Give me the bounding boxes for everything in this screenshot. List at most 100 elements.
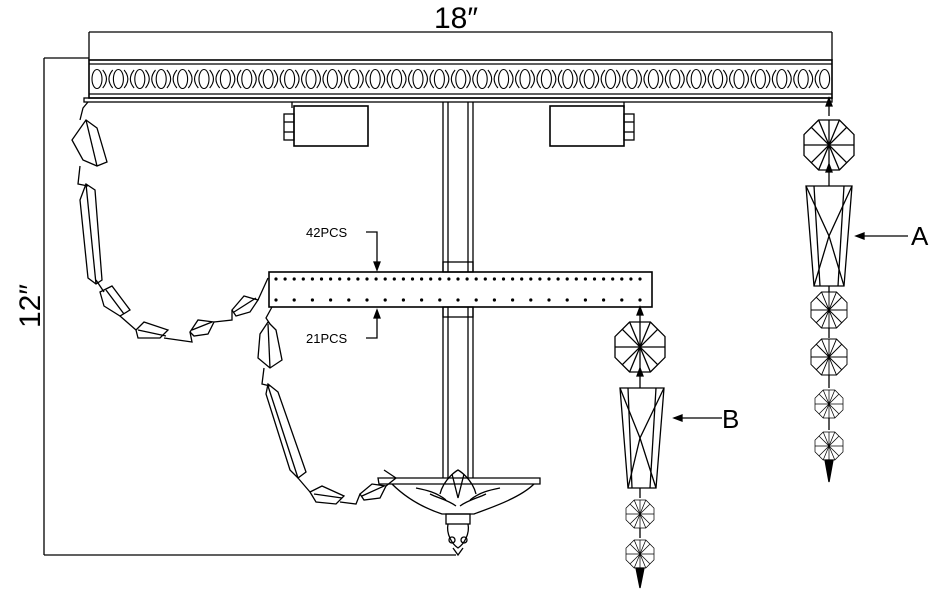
band-scroll — [187, 69, 199, 89]
band-oval — [540, 68, 552, 90]
band-oval — [219, 68, 231, 90]
band-oval — [669, 68, 681, 90]
band-oval — [198, 68, 210, 90]
band-oval — [391, 68, 403, 90]
band-oval — [177, 68, 189, 90]
band-scroll — [787, 69, 798, 89]
hole-upper — [283, 277, 287, 281]
band-oval — [776, 68, 788, 90]
hole-upper — [356, 277, 360, 281]
pendant-b — [614, 305, 722, 589]
hole-upper — [620, 277, 624, 281]
band-oval — [305, 68, 317, 90]
band-oval — [112, 68, 124, 90]
hole-upper — [329, 277, 333, 281]
band-ornament-row — [91, 68, 831, 90]
band-oval — [369, 68, 381, 90]
hole-upper — [638, 277, 642, 281]
hole-upper — [611, 277, 615, 281]
band-oval — [433, 68, 445, 90]
hole-upper — [301, 277, 305, 281]
band-oval — [134, 68, 146, 90]
hole-upper — [456, 277, 460, 281]
width-dimension — [88, 31, 833, 60]
band-oval — [819, 68, 831, 90]
hole-upper — [492, 277, 496, 281]
band-oval — [241, 68, 253, 90]
left-crystal-swag — [71, 101, 269, 343]
band-scroll — [294, 69, 306, 89]
hole-lower — [274, 298, 278, 302]
hole-upper — [583, 277, 588, 281]
hole-lower — [510, 298, 515, 302]
hole-upper — [429, 277, 433, 281]
band-oval — [348, 68, 360, 90]
lower-holes-label: 21PCS — [306, 331, 348, 346]
band-scroll — [573, 69, 584, 89]
hole-upper — [510, 277, 515, 281]
hole-lower — [292, 298, 296, 302]
hole-lower — [456, 298, 460, 302]
band-scroll — [637, 69, 649, 89]
hole-upper — [347, 277, 351, 281]
band-scroll — [145, 69, 156, 89]
hole-upper — [338, 277, 342, 281]
hole-lower — [620, 298, 624, 302]
band-oval — [797, 68, 809, 90]
upper-holes-label: 42PCS — [306, 225, 348, 240]
band-oval — [712, 68, 724, 90]
pendant-a — [803, 96, 908, 483]
hole-lower — [547, 298, 551, 302]
band-scroll — [594, 69, 606, 89]
band-scroll — [744, 69, 756, 89]
hole-upper — [310, 277, 314, 281]
band-scroll — [401, 69, 413, 89]
pendant-a-label: A — [911, 221, 929, 251]
band-oval — [498, 68, 510, 90]
hole-lower — [474, 298, 478, 302]
band-oval — [626, 68, 638, 90]
band-oval — [412, 68, 424, 90]
center-rod — [442, 102, 474, 478]
hole-lower — [310, 298, 314, 302]
band-scroll — [808, 69, 820, 89]
hole-lower — [565, 298, 569, 302]
hole-upper — [556, 277, 560, 281]
hole-upper — [602, 277, 606, 281]
hole-lower — [329, 298, 333, 302]
pendant-b-leader — [672, 414, 722, 422]
band-scroll — [380, 69, 392, 89]
band-oval — [155, 68, 167, 90]
band-oval — [455, 68, 467, 90]
ring-plate — [268, 271, 653, 308]
hole-lower — [420, 298, 424, 302]
band-scroll — [680, 69, 691, 89]
hole-upper — [565, 277, 569, 281]
callout-lower-leader — [366, 308, 381, 339]
hole-upper — [401, 277, 405, 281]
hole-upper — [383, 277, 387, 281]
top-band — [83, 59, 833, 103]
hole-upper — [501, 277, 506, 281]
hole-lower — [583, 298, 588, 302]
band-oval — [605, 68, 617, 90]
band-oval — [519, 68, 531, 90]
pendant-b-label: B — [722, 404, 739, 434]
band-scroll — [466, 69, 477, 89]
band-scroll — [615, 69, 627, 89]
hole-lower — [492, 298, 496, 302]
hole-lower — [438, 298, 442, 302]
hole-lower — [383, 298, 387, 302]
hole-upper — [274, 277, 278, 281]
hole-upper — [319, 277, 324, 281]
hole-lower — [602, 298, 606, 302]
band-scroll — [252, 69, 263, 89]
hole-upper — [592, 277, 597, 281]
left-socket — [283, 102, 369, 147]
band-scroll — [337, 69, 349, 89]
hole-upper — [365, 277, 369, 281]
height-label: 12″ — [14, 284, 47, 328]
lower-crystal-swag — [257, 306, 387, 505]
band-scroll — [230, 69, 242, 89]
hole-lower — [529, 298, 533, 302]
